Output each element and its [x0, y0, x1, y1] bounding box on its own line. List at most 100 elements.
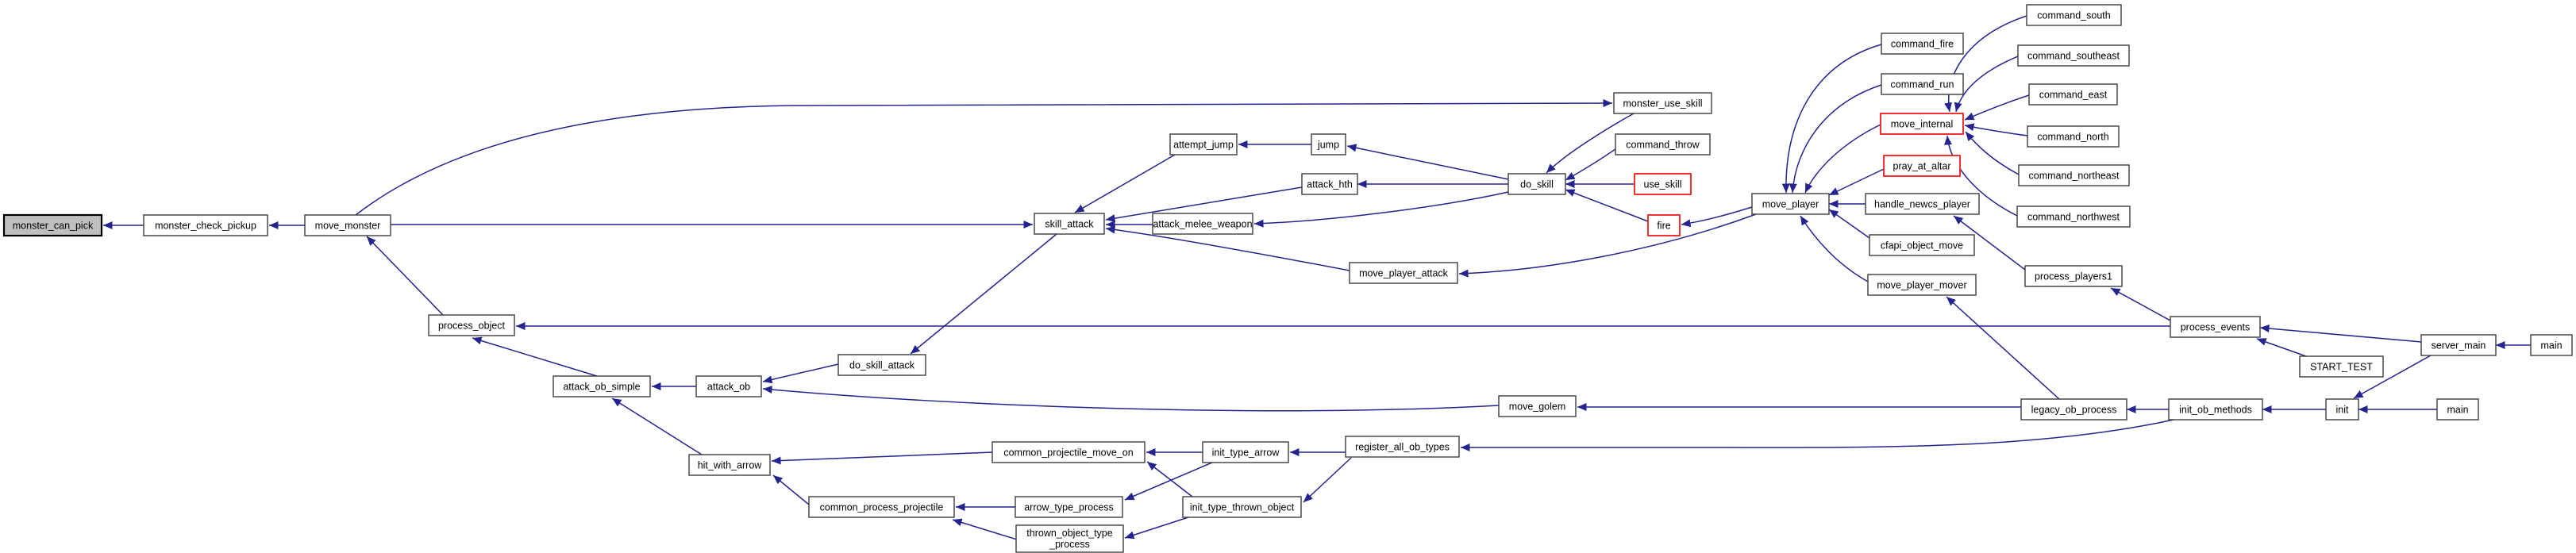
node-monster-can-pick[interactable]: monster_can_pick [2, 213, 103, 237]
node-command-east[interactable]: command_east [2028, 83, 2118, 106]
node-move-golem[interactable]: move_golem [1498, 395, 1577, 417]
node-label: cfapi_object_move [1881, 240, 1963, 252]
node-box [1301, 173, 1358, 195]
node-label: handle_newcs_player [1874, 199, 1970, 210]
edge-register-all-ob-types-to-init-type-thrown-object [1303, 457, 1352, 503]
node-handle-newcs-player[interactable]: handle_newcs_player [1865, 193, 1980, 215]
node-do-skill[interactable]: do_skill [1507, 173, 1566, 195]
node-attack-hth[interactable]: attack_hth [1301, 173, 1358, 195]
node-box [1507, 173, 1566, 195]
node-label: _process [1049, 539, 1090, 550]
node-command-run[interactable]: command_run [1881, 73, 1964, 95]
node-fire[interactable]: fire [1647, 214, 1681, 236]
node-monster-use-skill[interactable]: monster_use_skill [1613, 92, 1712, 114]
edge-process-object-to-move-monster [366, 236, 444, 316]
edge-move-player-to-move-player-attack [1458, 213, 1757, 278]
node-label: command_northwest [2027, 212, 2120, 223]
node-move-player-mover[interactable]: move_player_mover [1867, 274, 1977, 296]
edge-process-players1-to-handle-newcs-player [1953, 215, 2026, 271]
node-box [2020, 398, 2127, 421]
node-box [2168, 398, 2263, 421]
node-box [1202, 441, 1289, 463]
node-attack-melee-weapon[interactable]: attack_melee_weapon [1152, 213, 1253, 235]
node-main-1[interactable]: main [2530, 334, 2573, 356]
node-skill-attack[interactable]: skill_attack [1034, 213, 1105, 235]
node-hit-with-arrow[interactable]: hit_with_arrow [688, 454, 771, 476]
node-command-northeast[interactable]: command_northeast [2018, 164, 2130, 186]
node-arrow-type-process[interactable]: arrow_type_process [1015, 496, 1123, 518]
node-move-internal[interactable]: move_internal [1880, 113, 1964, 135]
node-box [2, 213, 103, 237]
node-command-south[interactable]: command_south [2026, 4, 2122, 26]
node-command-throw[interactable]: command_throw [1615, 133, 1711, 156]
edge-common-process-projectile-to-hit-with-arrow [772, 474, 810, 505]
node-server-main[interactable]: server_main [2420, 334, 2497, 356]
node-init-ob-methods[interactable]: init_ob_methods [2168, 398, 2263, 421]
node-process-object[interactable]: process_object [428, 314, 515, 336]
node-init-type-thrown-object[interactable]: init_type_thrown_object [1182, 496, 1302, 518]
edge-move-player-to-fire [1681, 206, 1753, 228]
node-move-monster[interactable]: move_monster [304, 214, 391, 236]
node-label: thrown_object_type [1026, 528, 1112, 539]
node-attack-ob-simple[interactable]: attack_ob_simple [553, 375, 651, 397]
node-box [1345, 436, 1460, 458]
node-monster-check-pickup[interactable]: monster_check_pickup [143, 214, 268, 236]
node-thrown-object-type-process[interactable]: thrown_object_type _process [1015, 524, 1124, 553]
node-label: command_northeast [2029, 171, 2120, 182]
node-label: process_object [438, 321, 506, 332]
node-move-player-attack[interactable]: move_player_attack [1349, 262, 1458, 284]
node-box [1613, 92, 1712, 114]
node-attack-ob[interactable]: attack_ob [695, 375, 762, 397]
node-pray-at-altar[interactable]: pray_at_altar [1883, 155, 1961, 177]
node-box [2018, 164, 2130, 186]
edge-init-type-thrown-object-to-common-projectile-move-on [1146, 461, 1193, 497]
node-label: main [2540, 340, 2562, 351]
node-box [1883, 155, 1961, 177]
node-box [143, 214, 268, 236]
node-box [688, 454, 771, 476]
node-use-skill[interactable]: use_skill [1634, 173, 1692, 195]
edge-command-throw-to-do-skill [1565, 148, 1616, 181]
node-box [1634, 173, 1692, 195]
node-label: legacy_ob_process [2031, 405, 2117, 416]
node-init-type-arrow[interactable]: init_type_arrow [1202, 441, 1289, 463]
node-box [1751, 193, 1830, 215]
node-common-process-projectile[interactable]: common_process_projectile [808, 496, 955, 518]
node-do-skill-attack[interactable]: do_skill_attack [837, 354, 926, 376]
node-command-southeast[interactable]: command_southeast [2017, 44, 2130, 67]
node-legacy-ob-process[interactable]: legacy_ob_process [2020, 398, 2127, 421]
node-label: attack_melee_weapon [1153, 219, 1252, 230]
edge-monster-use-skill-to-do-skill [1546, 113, 1635, 174]
edge-do-skill-to-jump [1346, 144, 1509, 180]
node-box [2024, 265, 2123, 287]
node-label: do_skill_attack [849, 360, 915, 371]
node-label: process_players1 [2035, 271, 2112, 282]
edge-start-test-to-process-events [2256, 338, 2307, 357]
node-command-northwest[interactable]: command_northwest [2016, 205, 2131, 228]
node-command-fire[interactable]: command_fire [1881, 33, 1964, 55]
edge-common-projectile-move-on-to-hit-with-arrow [771, 451, 993, 465]
node-box [2325, 398, 2359, 421]
node-box [1182, 496, 1302, 518]
node-start-test[interactable]: START_TEST [2299, 355, 2384, 378]
node-process-players1[interactable]: process_players1 [2024, 265, 2123, 287]
node-box [2299, 355, 2384, 378]
node-label: move_monster [315, 221, 381, 232]
node-register-all-ob-types[interactable]: register_all_ob_types [1345, 436, 1460, 458]
node-move-player[interactable]: move_player [1751, 193, 1830, 215]
edge-legacy-ob-process-to-move-player-mover [1946, 296, 2060, 400]
node-box [1881, 33, 1964, 55]
node-common-projectile-move-on[interactable]: common_projectile_move_on [992, 441, 1146, 463]
node-process-events[interactable]: process_events [2170, 316, 2261, 338]
node-label: command_southeast [2027, 51, 2120, 62]
node-main-2[interactable]: main [2436, 398, 2479, 421]
node-jump[interactable]: jump [1311, 133, 1346, 156]
node-init[interactable]: init [2325, 398, 2359, 421]
edge-move-internal-to-move-player [1804, 124, 1881, 194]
node-box [2436, 398, 2479, 421]
node-cfapi-object-move[interactable]: cfapi_object_move [1869, 234, 1975, 256]
node-attempt-jump[interactable]: attempt_jump [1169, 133, 1238, 156]
node-command-north[interactable]: command_north [2027, 125, 2120, 148]
node-label: pray_at_altar [1893, 161, 1951, 172]
